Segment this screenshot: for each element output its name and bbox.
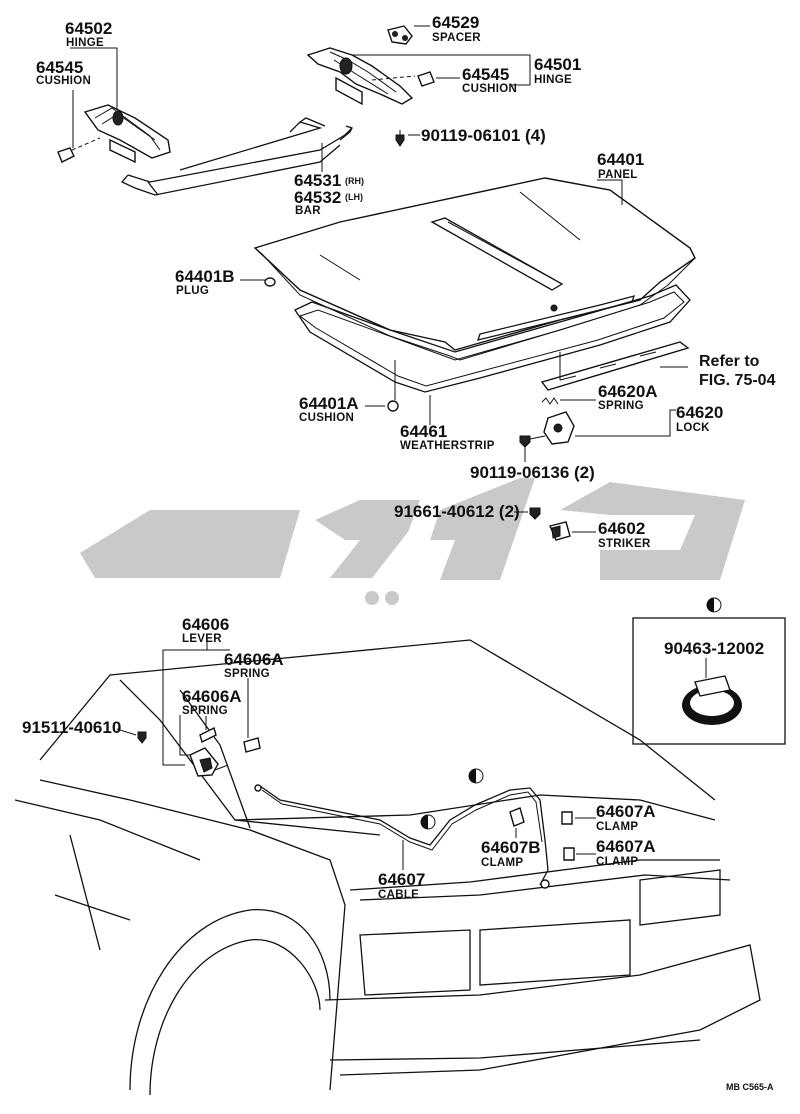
label-64607A-2-name: CLAMP xyxy=(596,856,638,868)
leader-lines-top-right xyxy=(352,25,531,136)
label-64401B-name: PLUG xyxy=(176,285,209,297)
cable-clamps xyxy=(420,768,575,861)
footer-code: MB C565-A xyxy=(726,1082,774,1092)
label-91661: 91661-40612 (2) xyxy=(394,502,520,521)
label-64545-right-name: CUSHION xyxy=(462,83,517,95)
label-64607A-1-name: CLAMP xyxy=(596,821,638,833)
hinge-right-assembly xyxy=(306,25,435,147)
label-64532-suffix: (LH) xyxy=(345,192,363,202)
hood-lock-assembly xyxy=(519,397,575,448)
label-64620A-name: SPRING xyxy=(598,400,644,412)
leader-lines-lock xyxy=(524,399,676,462)
label-64401A-name: CUSHION xyxy=(299,412,354,424)
car-body-outline xyxy=(14,639,761,1096)
watermark-logo xyxy=(80,478,745,605)
label-64602-name: STRIKER xyxy=(598,538,651,550)
label-64602-num: 64602 xyxy=(598,519,645,538)
striker-assembly xyxy=(529,507,571,541)
label-64545-left-num: 64545 xyxy=(36,58,83,77)
label-64607B-num: 64607B xyxy=(481,838,541,857)
label-64401A-num: 64401A xyxy=(299,394,359,413)
label-64401-name: PANEL xyxy=(598,169,638,181)
plug-part xyxy=(264,277,276,287)
cushion-part xyxy=(387,400,399,412)
label-64606A-2-num: 64606A xyxy=(182,687,242,706)
label-90119-06101: 90119-06101 (4) xyxy=(421,126,546,145)
label-64501-num: 64501 xyxy=(534,55,581,74)
weatherstrip xyxy=(294,284,691,393)
label-64461-num: 64461 xyxy=(400,422,447,441)
leader-lines-striker xyxy=(514,511,596,533)
label-64531-suffix: (RH) xyxy=(345,176,364,186)
leader-lines-bottom xyxy=(116,640,596,870)
label-64620-num: 64620 xyxy=(676,403,723,422)
leader-lines-hood xyxy=(240,179,688,425)
label-64606A-1-num: 64606A xyxy=(224,650,284,669)
release-lever-assembly xyxy=(137,726,261,777)
label-refer-line1: Refer to xyxy=(699,353,760,370)
lock-support xyxy=(540,341,690,391)
label-64607A-2-num: 64607A xyxy=(596,837,656,856)
label-64606-num: 64606 xyxy=(182,615,229,634)
label-64607A-1-num: 64607A xyxy=(596,802,656,821)
half-filled-circle-icon xyxy=(421,815,428,829)
label-64607B-name: CLAMP xyxy=(481,857,523,869)
label-64502-name: HINGE xyxy=(66,37,104,49)
label-64606-name: LEVER xyxy=(182,633,222,645)
label-64545-right-num: 64545 xyxy=(462,65,509,84)
label-64532-name: BAR xyxy=(295,205,321,217)
label-90463: 90463-12002 xyxy=(664,639,764,658)
label-64502-num: 64502 xyxy=(65,19,112,38)
label-64529-num: 64529 xyxy=(432,13,479,32)
label-refer-line2: FIG. 75-04 xyxy=(699,372,776,389)
label-64607-num: 64607 xyxy=(378,870,425,889)
label-64529-name: SPACER xyxy=(432,32,481,44)
label-91511: 91511-40610 xyxy=(22,718,121,737)
release-cable xyxy=(254,784,550,889)
leader-lines-top-left xyxy=(70,47,323,172)
label-64531-num: 64531 xyxy=(294,171,341,190)
label-64606A-1-name: SPRING xyxy=(224,668,270,680)
label-90119-06136: 90119-06136 (2) xyxy=(470,463,595,482)
label-64401B-num: 64401B xyxy=(175,267,235,286)
label-64606A-2-name: SPRING xyxy=(182,705,228,717)
clamp-detail-box xyxy=(632,597,786,745)
label-64620-name: LOCK xyxy=(676,422,710,434)
label-64401-num: 64401 xyxy=(597,150,644,169)
label-64607-name: CABLE xyxy=(378,889,419,901)
label-64461-name: WEATHERSTRIP xyxy=(400,440,495,452)
label-64545-left-name: CUSHION xyxy=(36,75,91,87)
label-64620A-num: 64620A xyxy=(598,382,658,401)
half-filled-circle-icon xyxy=(469,769,476,783)
label-64532-num: 64532 xyxy=(294,188,341,207)
label-64501-name: HINGE xyxy=(534,74,572,86)
half-filled-circle-icon xyxy=(707,598,714,612)
